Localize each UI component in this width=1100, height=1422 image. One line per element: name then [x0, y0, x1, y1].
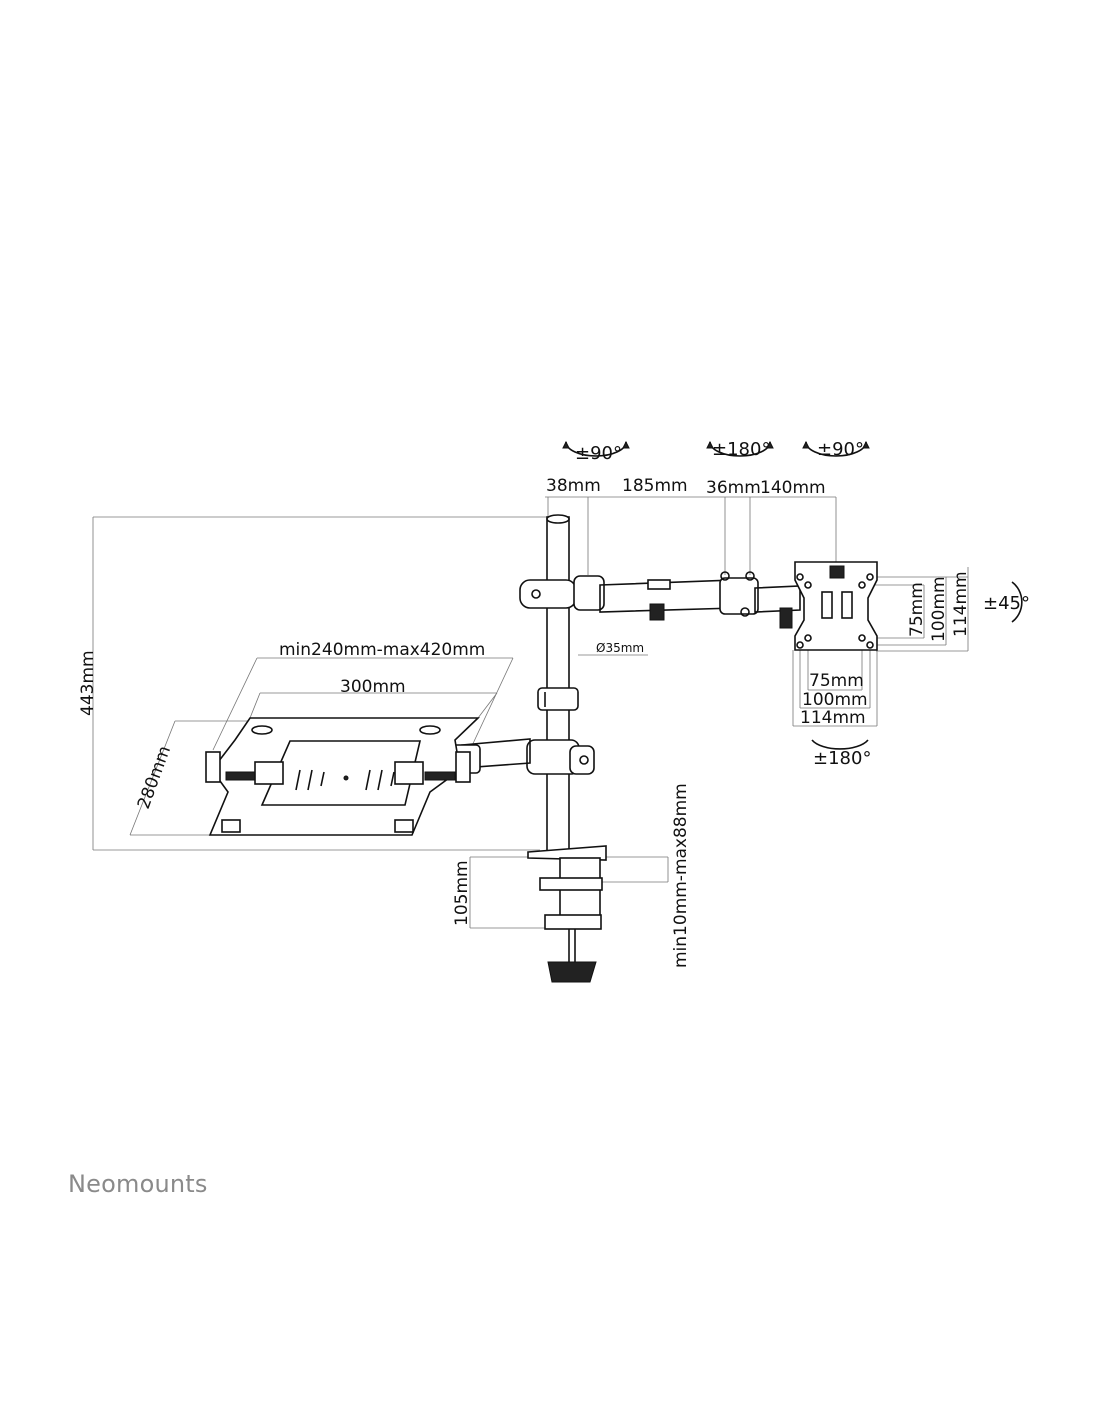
dimension-lines	[92, 496, 969, 929]
vesa-vertical-100-label: 100mm	[929, 576, 949, 642]
pole-offset-label: 38mm	[546, 476, 601, 496]
vesa-horizontal-75-label: 75mm	[809, 671, 864, 691]
rotation-arm-label: ±90°	[575, 443, 622, 464]
rotation-head-label: ±90°	[817, 439, 864, 460]
vesa-plate	[794, 561, 878, 651]
tray-range-label: min240mm-max420mm	[279, 640, 485, 660]
joint-length-label: 36mm	[706, 478, 761, 498]
tray-width-label: 300mm	[340, 677, 406, 697]
arm1-length-label: 185mm	[622, 476, 688, 496]
vesa-vertical-114-label: 114mm	[951, 571, 971, 637]
clamp-depth-label: 105mm	[452, 860, 472, 926]
rotation-elbow-label: ±180°	[712, 439, 770, 460]
tray-depth-label: 280mm	[134, 743, 175, 811]
desk-thickness-label: min10mm-max88mm	[671, 783, 691, 968]
rotation-plate-label: ±180°	[813, 748, 871, 769]
upper-arm	[519, 571, 801, 629]
pole-diameter-label: Ø35mm	[596, 641, 644, 655]
vesa-horizontal-114-label: 114mm	[800, 708, 866, 728]
vesa-horizontal-100-label: 100mm	[802, 690, 868, 710]
pole	[537, 514, 579, 858]
rotation-arcs	[562, 440, 1023, 750]
height-label: 443mm	[78, 650, 98, 716]
arm2-length-label: 140mm	[760, 478, 826, 498]
lower-arm	[449, 738, 595, 775]
rotation-swivel-label: ±45°	[983, 593, 1030, 614]
desk-clamp	[527, 845, 607, 983]
brand-logo: Neomounts	[68, 1170, 208, 1198]
laptop-tray	[205, 717, 480, 836]
vesa-vertical-75-label: 75mm	[907, 582, 927, 637]
